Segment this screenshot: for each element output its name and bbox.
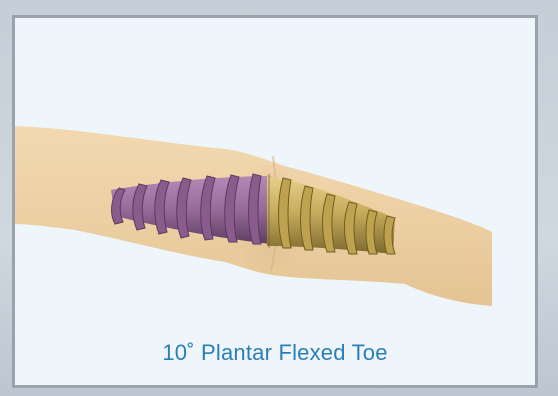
- illustration-panel: 10˚ Plantar Flexed Toe: [12, 15, 538, 388]
- toe-implant-illustration: [15, 18, 535, 385]
- figure-caption: 10˚ Plantar Flexed Toe: [15, 340, 535, 366]
